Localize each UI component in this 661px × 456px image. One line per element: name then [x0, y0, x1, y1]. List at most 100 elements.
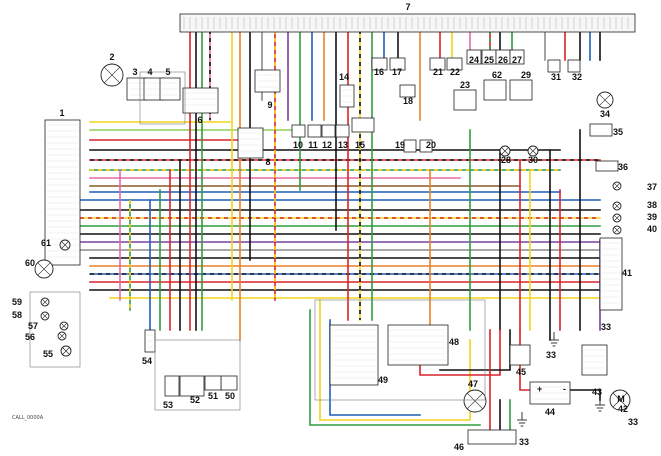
component-c21-box	[429, 57, 446, 71]
subsystem-frame-1	[29, 291, 81, 368]
component-layer	[29, 13, 636, 445]
component-label-c1: 1	[59, 108, 64, 118]
component-label-c56: 56	[25, 332, 35, 342]
component-label-c61: 61	[41, 238, 51, 248]
component-c36-box	[595, 160, 619, 172]
component-label-c9: 9	[267, 100, 272, 110]
component-label-c52: 52	[190, 395, 200, 405]
component-label-c33b: 33	[519, 437, 529, 447]
component-label-c35: 35	[613, 127, 623, 137]
component-label-c22: 22	[450, 67, 460, 77]
component-c13-box	[335, 124, 350, 138]
battery-minus: -	[563, 384, 566, 394]
lamp-cross	[61, 241, 69, 249]
component-c6-box	[182, 87, 219, 114]
lamp-cross	[613, 214, 621, 222]
component-c49-box	[329, 324, 379, 386]
lamp-cross	[612, 392, 628, 408]
component-label-c10: 10	[293, 140, 303, 150]
component-label-c50: 50	[225, 391, 235, 401]
wire-68	[319, 299, 471, 421]
component-c50-box	[220, 375, 238, 391]
component-c53-box	[164, 375, 180, 397]
lamp-cross	[41, 312, 49, 320]
component-c29-box	[509, 79, 533, 101]
component-label-c49: 49	[378, 375, 388, 385]
component-c48-box	[387, 324, 449, 366]
component-label-c25: 25	[484, 55, 494, 65]
lamp-cross	[613, 226, 621, 234]
component-label-c18: 18	[403, 96, 413, 106]
component-label-c60: 60	[25, 258, 35, 268]
component-label-c36: 36	[618, 162, 628, 172]
component-label-c32: 32	[572, 72, 582, 82]
subsystem-frame-0	[139, 71, 186, 125]
component-label-c11: 11	[308, 140, 318, 150]
component-c11-box	[307, 124, 322, 138]
component-label-c30: 30	[528, 155, 538, 165]
component-label-c6: 6	[197, 115, 202, 125]
lamp-cross	[60, 322, 68, 330]
component-label-c54: 54	[142, 356, 152, 366]
lamp-cross	[613, 202, 621, 210]
component-label-c20: 20	[426, 140, 436, 150]
component-c27-box	[509, 49, 525, 65]
component-label-c39: 39	[647, 212, 657, 222]
component-label-c5: 5	[165, 67, 170, 77]
component-c19-box	[403, 139, 417, 153]
lamp-cross	[37, 262, 51, 276]
component-label-c8: 8	[265, 157, 270, 167]
component-label-c58: 58	[12, 310, 22, 320]
component-c17-box	[389, 57, 406, 71]
component-label-c7: 7	[405, 2, 410, 12]
component-label-c42: 42	[618, 404, 628, 414]
component-c16-box	[371, 57, 388, 71]
component-c8-box	[237, 127, 264, 159]
component-label-c51: 51	[208, 391, 218, 401]
lamp-cross	[529, 147, 537, 155]
lamp-cross	[58, 332, 66, 340]
component-label-c19: 19	[395, 140, 405, 150]
wire-74	[569, 389, 601, 401]
wire-72	[439, 329, 511, 371]
lamp-cross	[41, 298, 49, 306]
component-label-c31: 31	[551, 72, 561, 82]
component-c41-box	[599, 237, 623, 311]
battery-plus: +	[537, 384, 542, 394]
component-label-c40: 40	[647, 224, 657, 234]
component-label-c53: 53	[163, 400, 173, 410]
component-c52-box	[179, 375, 205, 397]
component-label-c29: 29	[521, 70, 531, 80]
component-c7-box	[179, 13, 636, 33]
drawing-code: CALL_0000A	[12, 415, 44, 421]
component-label-c38: 38	[647, 200, 657, 210]
component-label-c17: 17	[392, 67, 402, 77]
wire-69	[309, 309, 481, 426]
component-c46-box	[467, 429, 517, 445]
component-label-c21: 21	[433, 67, 443, 77]
lamp-cross	[104, 67, 120, 83]
component-label-c13: 13	[338, 140, 348, 150]
component-label-c47: 47	[468, 379, 478, 389]
component-label-c46: 46	[454, 442, 464, 452]
lamp-cross	[62, 347, 70, 355]
component-c10-box	[291, 124, 306, 138]
component-label-c15: 15	[355, 140, 365, 150]
lamp-cross	[613, 182, 621, 190]
component-c31-box	[547, 59, 561, 73]
component-c23-box	[453, 89, 477, 111]
component-c24-box	[466, 49, 482, 65]
component-label-c43: 43	[592, 387, 602, 397]
component-label-c37: 37	[647, 182, 657, 192]
component-label-c55: 55	[43, 349, 53, 359]
component-label-c44: 44	[545, 407, 555, 417]
subsystem-frame-3	[314, 299, 486, 401]
component-c43-box	[581, 344, 608, 376]
component-c32-box	[567, 59, 581, 73]
component-label-c16: 16	[374, 67, 384, 77]
component-label-c12: 12	[322, 140, 332, 150]
lamp-cross	[467, 393, 483, 409]
component-label-c24: 24	[469, 55, 479, 65]
